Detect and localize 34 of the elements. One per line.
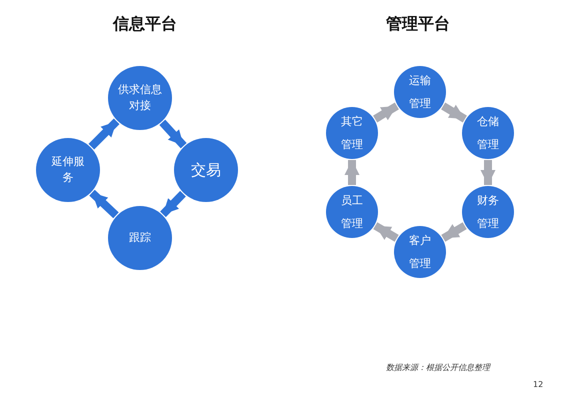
section-heading: 信息平台: [113, 14, 177, 35]
process-circle: [394, 66, 446, 118]
block-arrow: [344, 160, 360, 185]
block-arrow: [89, 190, 119, 218]
process-circle: [326, 107, 378, 159]
node-label: 跟踪: [129, 230, 151, 246]
node-label: 客户管理: [409, 232, 431, 272]
node-label: 运输管理: [409, 72, 431, 112]
node-label: 仓储管理: [477, 114, 499, 153]
process-circle: [394, 226, 446, 278]
process-circle: [462, 186, 514, 238]
process-circle: [174, 138, 238, 202]
block-arrow: [373, 222, 399, 242]
process-circle: [326, 186, 378, 238]
node-label: 员工管理: [341, 192, 363, 232]
page-number: 12: [533, 380, 544, 389]
node-label: 财务管理: [477, 192, 499, 232]
block-arrow: [441, 222, 467, 242]
node-label: 交易: [191, 160, 221, 181]
block-arrow: [373, 102, 399, 122]
process-circle: [36, 138, 100, 202]
block-arrow: [480, 160, 496, 185]
node-label: 其它管理: [341, 114, 363, 153]
process-circle: [108, 66, 172, 130]
block-arrow: [160, 190, 186, 218]
process-circle: [462, 107, 514, 159]
source-note: 数据来源：根据公开信息整理: [386, 362, 490, 373]
block-arrow: [88, 118, 120, 150]
process-circle: [108, 206, 172, 270]
block-arrow: [159, 120, 187, 148]
node-label: 供求信息对接: [118, 82, 162, 114]
node-label: 延伸服务: [52, 154, 84, 186]
section-heading: 管理平台: [386, 14, 450, 35]
block-arrow: [441, 102, 467, 122]
